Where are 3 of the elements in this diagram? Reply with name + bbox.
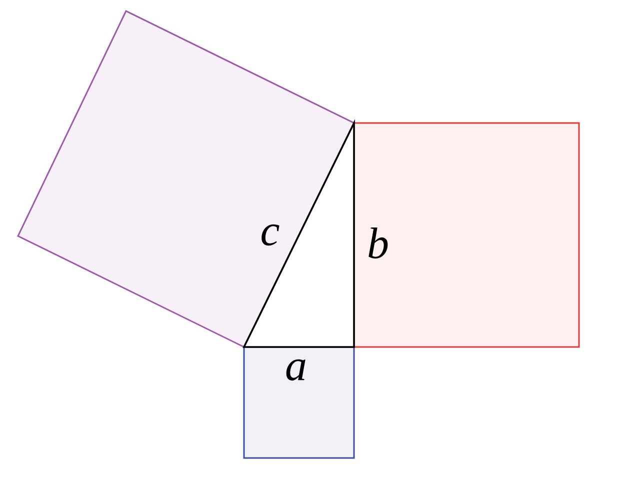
side-label: b [368, 228, 388, 258]
side-label: c [262, 224, 280, 246]
side-label: a [286, 359, 306, 381]
